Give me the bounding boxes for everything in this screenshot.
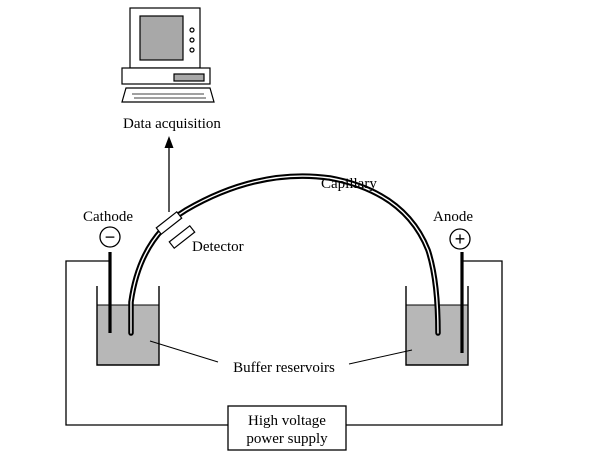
data-acquisition-label: Data acquisition <box>123 116 221 132</box>
buffer-reservoir-left <box>96 286 160 366</box>
power-supply-label-line2: power supply <box>246 431 328 447</box>
buffer-label-pointers <box>149 340 413 365</box>
computer-icon <box>121 7 215 103</box>
anode-sign-icon: + <box>449 228 471 250</box>
buffer-reservoirs-label: Buffer reservoirs <box>233 360 335 376</box>
computer-keyboard <box>121 87 215 103</box>
svg-text:+: + <box>455 229 466 249</box>
detector-icon <box>155 211 196 249</box>
circuit-wires <box>65 260 503 426</box>
power-supply-box <box>227 405 347 451</box>
detector-label: Detector <box>192 239 244 255</box>
anode-label: Anode <box>433 209 473 225</box>
signal-arrow <box>164 136 174 212</box>
power-supply-label-line1: High voltage <box>248 413 326 429</box>
capillary-label: Capillary <box>321 176 377 192</box>
capillary-tube <box>128 173 441 336</box>
cathode-sign-icon: − <box>99 226 121 248</box>
computer-screen <box>139 15 184 61</box>
svg-text:−: − <box>105 227 116 247</box>
cathode-label: Cathode <box>83 209 133 225</box>
